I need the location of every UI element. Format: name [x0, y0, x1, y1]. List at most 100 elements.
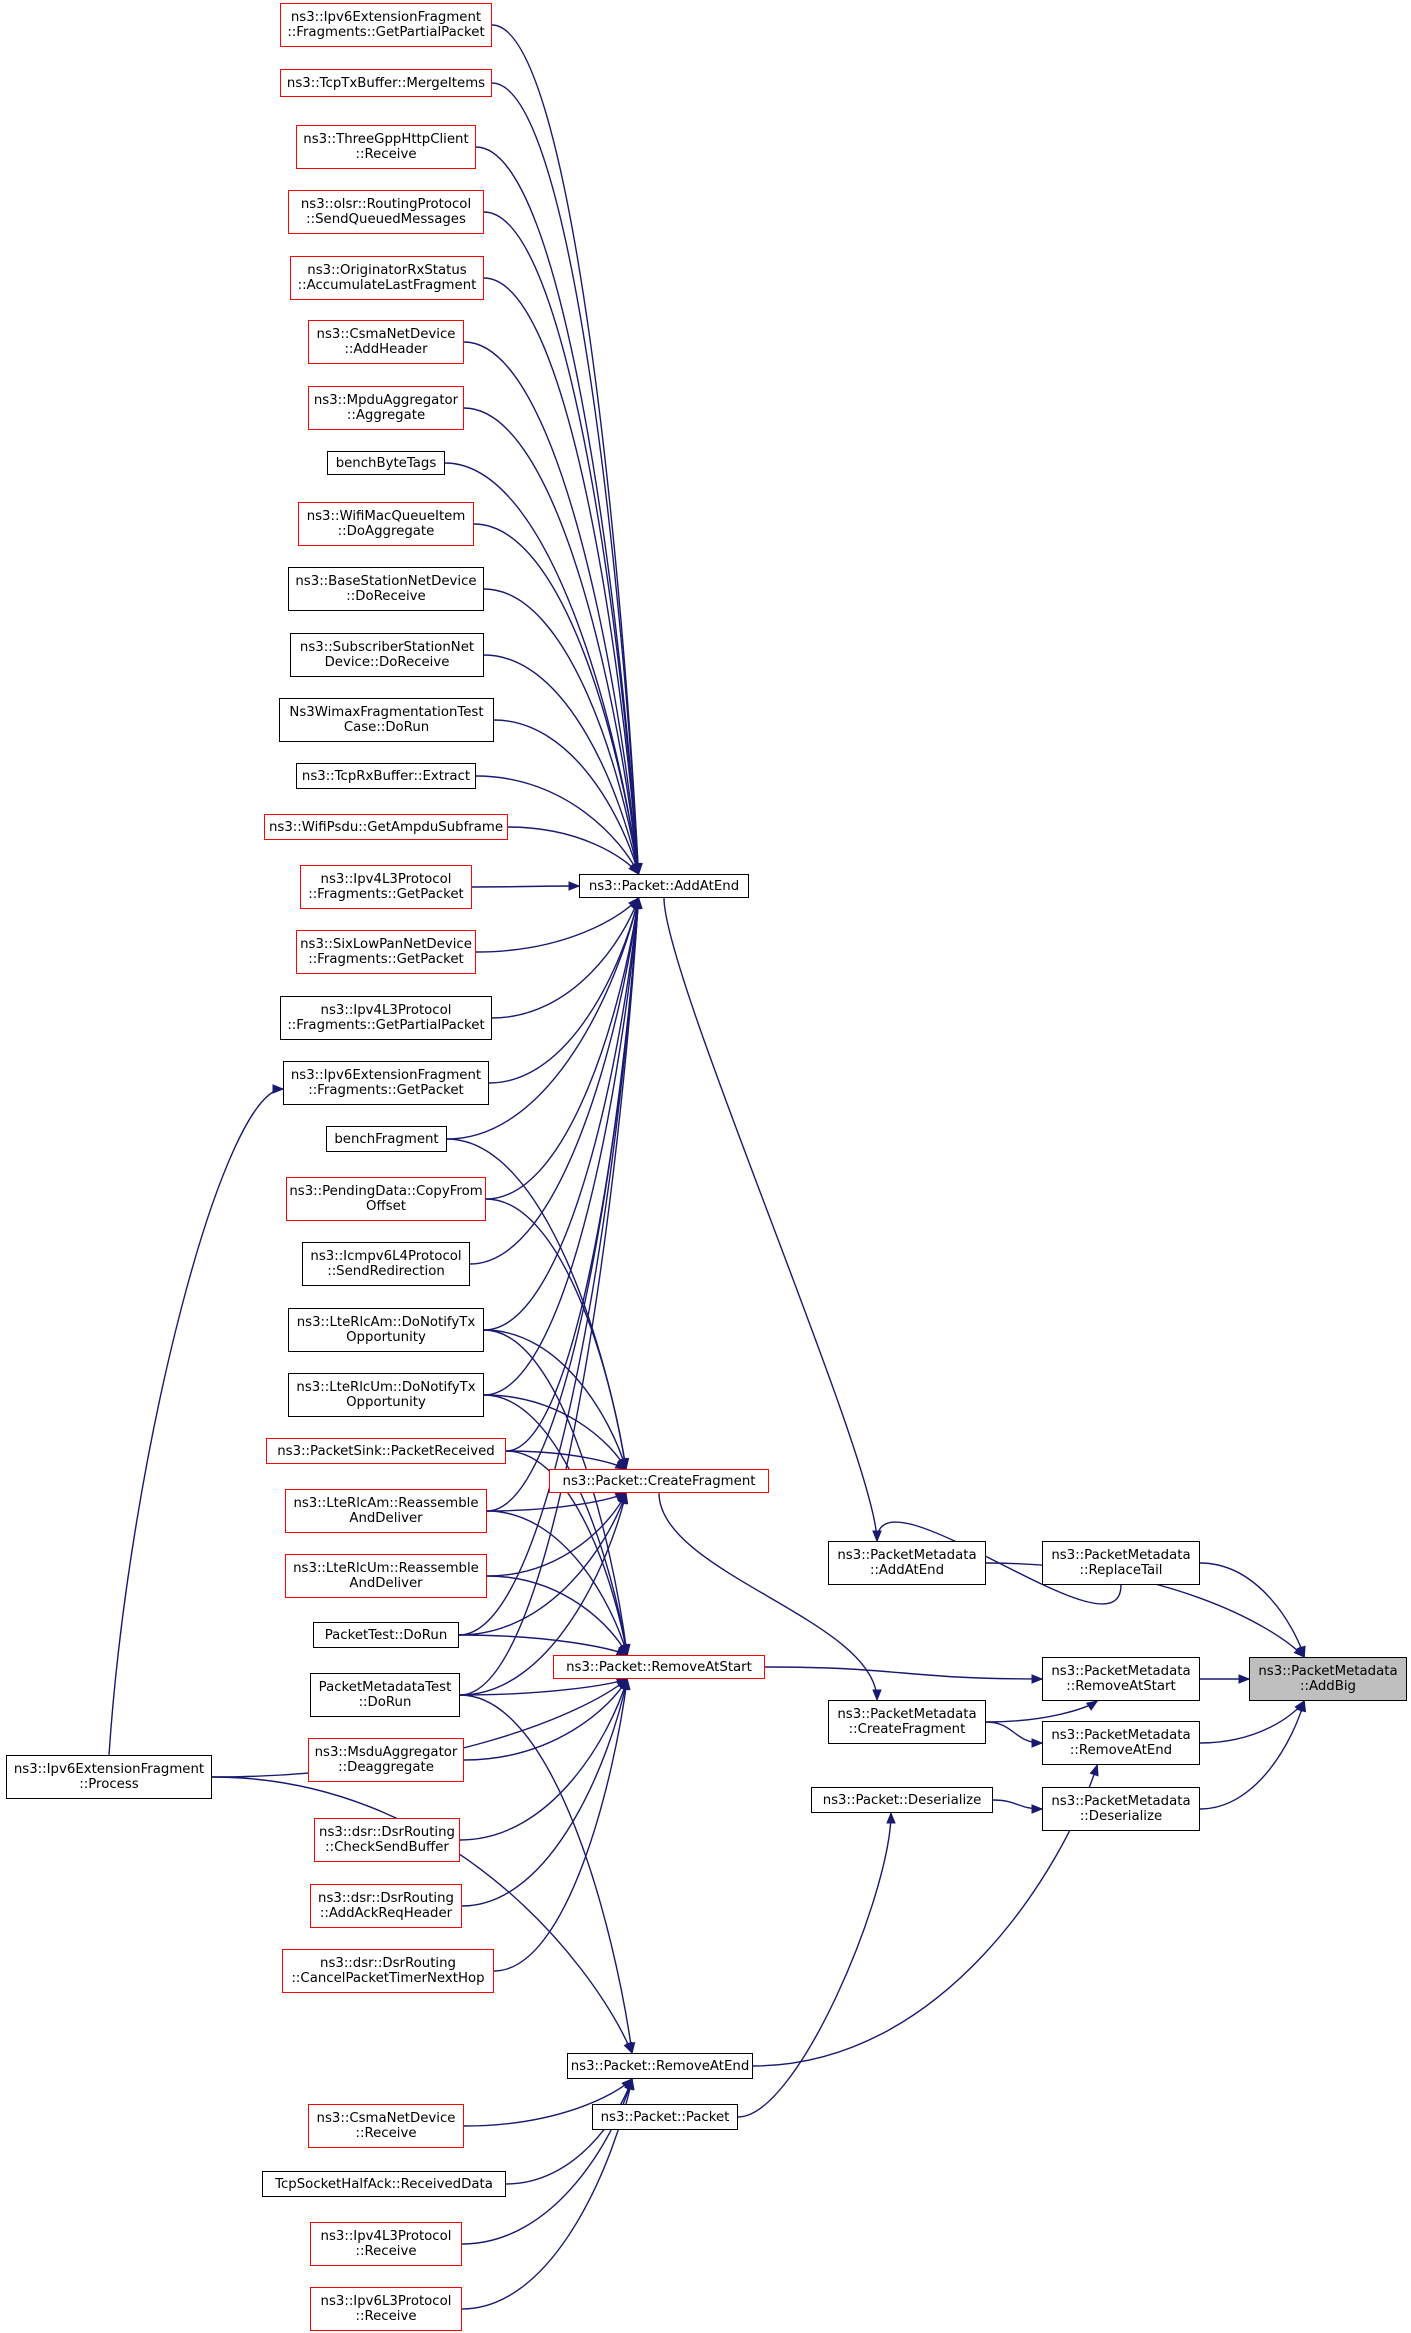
node-olsr-send[interactable]: ns3::olsr::RoutingProtocol::SendQueuedMe…	[288, 190, 484, 234]
node-label: ns3::LteRlcAm::Reassemble	[293, 1496, 479, 1511]
node-label: ::DoReceive	[346, 589, 426, 604]
node-label: ::Fragments::GetPacket	[308, 887, 464, 902]
node-dsr-addackreq[interactable]: ns3::dsr::DsrRouting::AddAckReqHeader	[310, 1884, 462, 1928]
edge-ipv4l3-getpacket-to-packet-addatend	[471, 885, 580, 888]
node-ipv4l3-getpacket[interactable]: ns3::Ipv4L3Protocol::Fragments::GetPacke…	[300, 865, 472, 909]
node-ipv6frag-process[interactable]: ns3::Ipv6ExtensionFragment::Process	[6, 1755, 212, 1799]
node-label: ::SendQueuedMessages	[306, 212, 466, 227]
node-packetmetadatatest-dorun[interactable]: PacketMetadataTest::DoRun	[310, 1673, 460, 1717]
node-label: ::AccumulateLastFragment	[297, 278, 477, 293]
node-label: ns3::Icmpv6L4Protocol	[310, 1249, 462, 1264]
node-label: ::Receive	[355, 2244, 417, 2259]
node-label: ns3::SixLowPanNetDevice	[300, 937, 472, 952]
edge-packetmetadatatest-dorun-to-packet-removeatstart	[459, 1678, 628, 1696]
node-label: ::DoAggregate	[337, 524, 435, 539]
node-pm-removeatstart[interactable]: ns3::PacketMetadata::RemoveAtStart	[1042, 1657, 1200, 1701]
node-pm-replacetail[interactable]: ns3::PacketMetadata::ReplaceTail	[1042, 1541, 1200, 1585]
node-label: ns3::PacketSink::PacketReceived	[277, 1443, 495, 1459]
node-pm-createfragment[interactable]: ns3::PacketMetadata::CreateFragment	[828, 1700, 986, 1744]
node-label: ns3::Ipv6ExtensionFragment	[13, 1762, 205, 1777]
node-label: ::Deserialize	[1079, 1809, 1163, 1824]
node-msdu-deaggregate[interactable]: ns3::MsduAggregator::Deaggregate	[308, 1738, 464, 1782]
node-label: ns3::MsduAggregator	[314, 1745, 458, 1760]
node-ipv4l3-getpartial[interactable]: ns3::Ipv4L3Protocol::Fragments::GetParti…	[280, 996, 492, 1040]
edge-ipv6frag-getpacket-to-packet-addatend	[488, 897, 640, 1084]
edge-arrowhead	[1296, 1645, 1306, 1659]
node-pm-addatend[interactable]: ns3::PacketMetadata::AddAtEnd	[828, 1541, 986, 1585]
node-csma-addheader[interactable]: ns3::CsmaNetDevice::AddHeader	[308, 320, 464, 364]
node-label: ::CreateFragment	[848, 1722, 966, 1737]
edge-arrowhead	[872, 1530, 882, 1543]
node-tcprx-extract[interactable]: ns3::TcpRxBuffer::Extract	[296, 763, 476, 789]
edge-tcprx-extract-to-packet-addatend	[475, 775, 640, 875]
node-bench-fragment[interactable]: benchFragment	[326, 1126, 447, 1152]
node-label: ::CheckSendBuffer	[325, 1840, 449, 1855]
node-sixlowpan-getpacket[interactable]: ns3::SixLowPanNetDevice::Fragments::GetP…	[296, 930, 476, 974]
edge-wimax-fragtest-to-packet-addatend	[493, 719, 640, 875]
node-icmpv6-sendredirect[interactable]: ns3::Icmpv6L4Protocol::SendRedirection	[302, 1242, 470, 1286]
node-originator-accum[interactable]: ns3::OriginatorRxStatus::AccumulateLastF…	[290, 256, 484, 300]
node-label: ::Receive	[355, 2126, 417, 2141]
node-ipv6frag-getpacket[interactable]: ns3::Ipv6ExtensionFragment::Fragments::G…	[283, 1061, 489, 1105]
node-packet-createfragment[interactable]: ns3::Packet::CreateFragment	[549, 1469, 769, 1493]
node-basestation-doreceive[interactable]: ns3::BaseStationNetDevice::DoReceive	[288, 567, 484, 611]
edge-arrowhead	[633, 896, 643, 909]
node-packet-packet[interactable]: ns3::Packet::Packet	[592, 2104, 738, 2130]
edge-arrowhead	[618, 1491, 629, 1505]
node-pm-removeatend[interactable]: ns3::PacketMetadata::RemoveAtEnd	[1042, 1721, 1200, 1765]
node-label: ns3::CsmaNetDevice	[316, 2111, 456, 2126]
node-packettest-dorun[interactable]: PacketTest::DoRun	[313, 1622, 459, 1648]
edge-originator-accum-to-packet-addatend	[483, 277, 640, 875]
edge-arrowhead	[1089, 1763, 1099, 1777]
node-label: ns3::dsr::DsrRouting	[320, 1956, 456, 1971]
node-ipv6l3-receive[interactable]: ns3::Ipv6L3Protocol::Receive	[310, 2287, 462, 2331]
node-label: ::AddBig	[1300, 1679, 1356, 1694]
edge-ipv6frag-getpartial-to-packet-addatend	[491, 24, 640, 875]
edge-packetmetadatatest-dorun-to-packet-addatend	[459, 897, 640, 1696]
edge-arrowhead	[272, 1084, 285, 1094]
node-pm-deserialize[interactable]: ns3::PacketMetadata::Deserialize	[1042, 1787, 1200, 1831]
node-tcpsockethalfack[interactable]: TcpSocketHalfAck::ReceivedData	[262, 2171, 506, 2197]
node-label: ns3::OriginatorRxStatus	[307, 263, 467, 278]
edge-mpdu-aggregate-to-packet-addatend	[463, 407, 640, 875]
node-csma-receive[interactable]: ns3::CsmaNetDevice::Receive	[308, 2104, 464, 2148]
node-dsr-cancelpacket[interactable]: ns3::dsr::DsrRouting::CancelPacketTimerN…	[282, 1949, 494, 1993]
node-pm-addbig: ns3::PacketMetadata::AddBig	[1249, 1657, 1407, 1701]
node-threegpp-receive[interactable]: ns3::ThreeGppHttpClient::Receive	[296, 125, 476, 169]
node-dsr-checksend[interactable]: ns3::dsr::DsrRouting::CheckSendBuffer	[314, 1818, 460, 1862]
node-wifipsdu-getampdu[interactable]: ns3::WifiPsdu::GetAmpduSubframe	[264, 814, 508, 840]
node-label: ns3::Ipv6ExtensionFragment	[290, 10, 482, 25]
node-packet-removeatend[interactable]: ns3::Packet::RemoveAtEnd	[567, 2053, 753, 2079]
node-label: ns3::MpduAggregator	[313, 393, 459, 408]
node-ipv4l3-receive[interactable]: ns3::Ipv4L3Protocol::Receive	[310, 2222, 462, 2266]
node-label: ::CancelPacketTimerNextHop	[291, 1971, 485, 1986]
node-packet-deserialize[interactable]: ns3::Packet::Deserialize	[811, 1787, 993, 1813]
node-label: benchByteTags	[335, 455, 437, 471]
node-label: ns3::PacketMetadata	[1051, 1548, 1191, 1563]
edge-lterlcum-reassemble-to-packet-removeatstart	[486, 1575, 628, 1656]
edge-lterlcum-notify-to-packet-createfragment	[483, 1394, 627, 1470]
node-ipv6frag-getpartial[interactable]: ns3::Ipv6ExtensionFragment::Fragments::G…	[280, 3, 492, 47]
edge-pm-createfragment-to-pm-removeatstart	[985, 1700, 1098, 1723]
node-label: ::Deaggregate	[338, 1760, 434, 1775]
node-label: AndDeliver	[349, 1511, 423, 1526]
node-packet-removeatstart[interactable]: ns3::Packet::RemoveAtStart	[553, 1655, 765, 1679]
node-packetsink-received[interactable]: ns3::PacketSink::PacketReceived	[266, 1438, 506, 1464]
node-packet-addatend[interactable]: ns3::Packet::AddAtEnd	[579, 874, 749, 898]
edge-arrowhead	[1031, 1738, 1044, 1748]
node-label: AndDeliver	[349, 1576, 423, 1591]
node-bench-bytetags[interactable]: benchByteTags	[327, 451, 445, 475]
node-mpdu-aggregate[interactable]: ns3::MpduAggregator::Aggregate	[308, 386, 464, 430]
node-wifimacqueue-doagg[interactable]: ns3::WifiMacQueueItem::DoAggregate	[298, 502, 474, 546]
node-tcptx-merge[interactable]: ns3::TcpTxBuffer::MergeItems	[280, 69, 492, 97]
node-label: Opportunity	[346, 1395, 426, 1410]
node-label: ns3::Ipv4L3Protocol	[320, 2229, 452, 2244]
